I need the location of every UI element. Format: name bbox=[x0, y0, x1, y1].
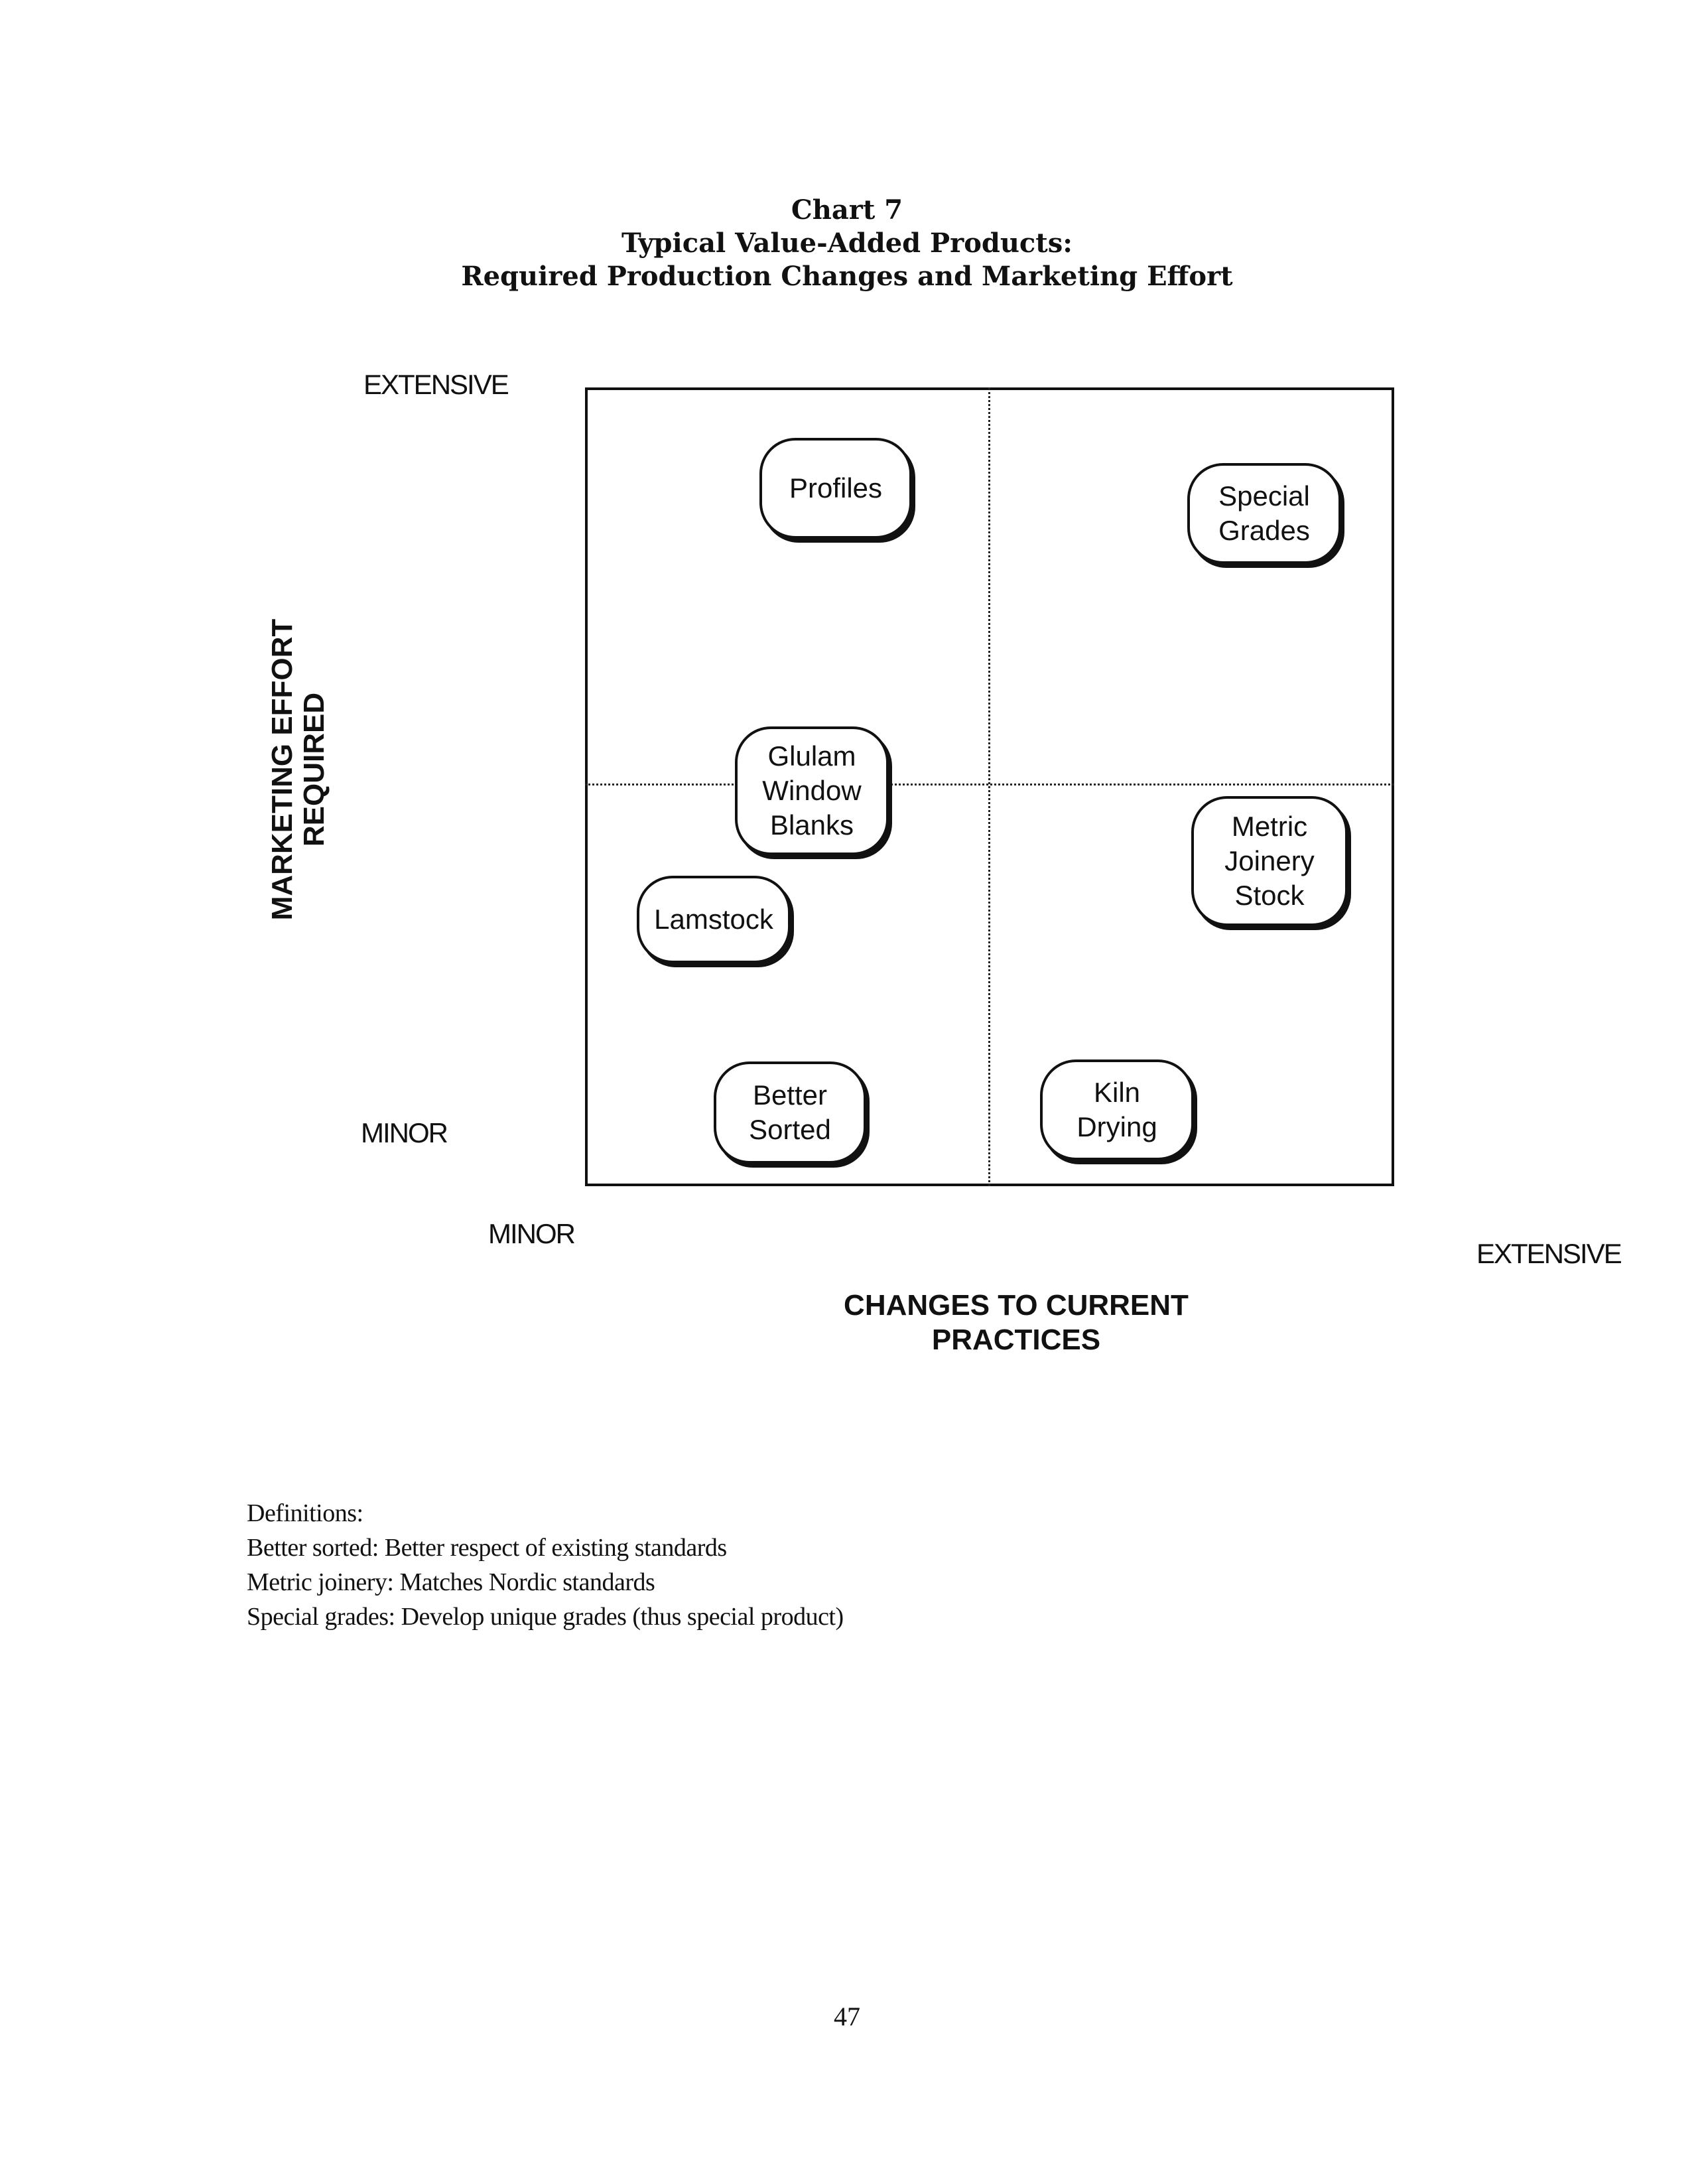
definitions-heading: Definitions: bbox=[247, 1499, 363, 1527]
y-axis-title-line-1: MARKETING EFFORT bbox=[266, 618, 298, 921]
y-axis-title: MARKETING EFFORT REQUIRED bbox=[266, 618, 330, 921]
horizontal-divider bbox=[585, 784, 1394, 785]
product-lamstock: Lamstock bbox=[637, 876, 791, 963]
x-axis-title-line-1: CHANGES TO CURRENT bbox=[844, 1289, 1189, 1322]
product-glulam-label: Glulam Window Blanks bbox=[762, 740, 862, 841]
product-profiles: Profiles bbox=[759, 438, 912, 539]
product-better-sorted: Better Sorted bbox=[714, 1061, 866, 1164]
y-axis-top-label: EXTENSIVE bbox=[363, 369, 509, 400]
chart-title-line-1: Chart 7 bbox=[791, 194, 903, 226]
vertical-divider bbox=[988, 387, 990, 1186]
product-glulam-window-blanks: Glulam Window Blanks bbox=[735, 726, 889, 855]
definitions: Definitions: Better sorted: Better respe… bbox=[247, 1496, 844, 1634]
x-axis-title: CHANGES TO CURRENT PRACTICES bbox=[844, 1288, 1189, 1357]
x-axis-title-line-2: PRACTICES bbox=[931, 1324, 1101, 1356]
product-better-sorted-label: Better Sorted bbox=[749, 1079, 831, 1145]
product-profiles-label: Profiles bbox=[789, 472, 883, 504]
chart-title-line-2: Typical Value-Added Products: bbox=[621, 228, 1073, 259]
product-kiln-drying-label: Kiln Drying bbox=[1076, 1077, 1157, 1142]
product-lamstock-label: Lamstock bbox=[654, 904, 773, 935]
chart-title-line-3: Required Production Changes and Marketin… bbox=[461, 261, 1233, 292]
definition-better-sorted: Better sorted: Better respect of existin… bbox=[247, 1534, 727, 1562]
product-metric-joinery-label: Metric Joinery Stock bbox=[1224, 811, 1315, 911]
definition-special-grades: Special grades: Develop unique grades (t… bbox=[247, 1603, 844, 1631]
definition-metric-joinery: Metric joinery: Matches Nordic standards bbox=[247, 1568, 655, 1596]
x-axis-right-label: EXTENSIVE bbox=[1476, 1238, 1622, 1269]
product-special-grades-label: Special Grades bbox=[1218, 480, 1310, 546]
product-metric-joinery-stock: Metric Joinery Stock bbox=[1191, 796, 1348, 926]
product-special-grades: Special Grades bbox=[1187, 463, 1341, 564]
page-number: 47 bbox=[834, 2002, 860, 2031]
y-axis-title-line-2: REQUIRED bbox=[298, 692, 330, 847]
product-kiln-drying: Kiln Drying bbox=[1040, 1059, 1194, 1160]
chart-title: Chart 7 Typical Value-Added Products: Re… bbox=[0, 194, 1694, 293]
x-axis-left-label: MINOR bbox=[488, 1218, 576, 1249]
y-axis-bottom-label: MINOR bbox=[361, 1117, 448, 1148]
